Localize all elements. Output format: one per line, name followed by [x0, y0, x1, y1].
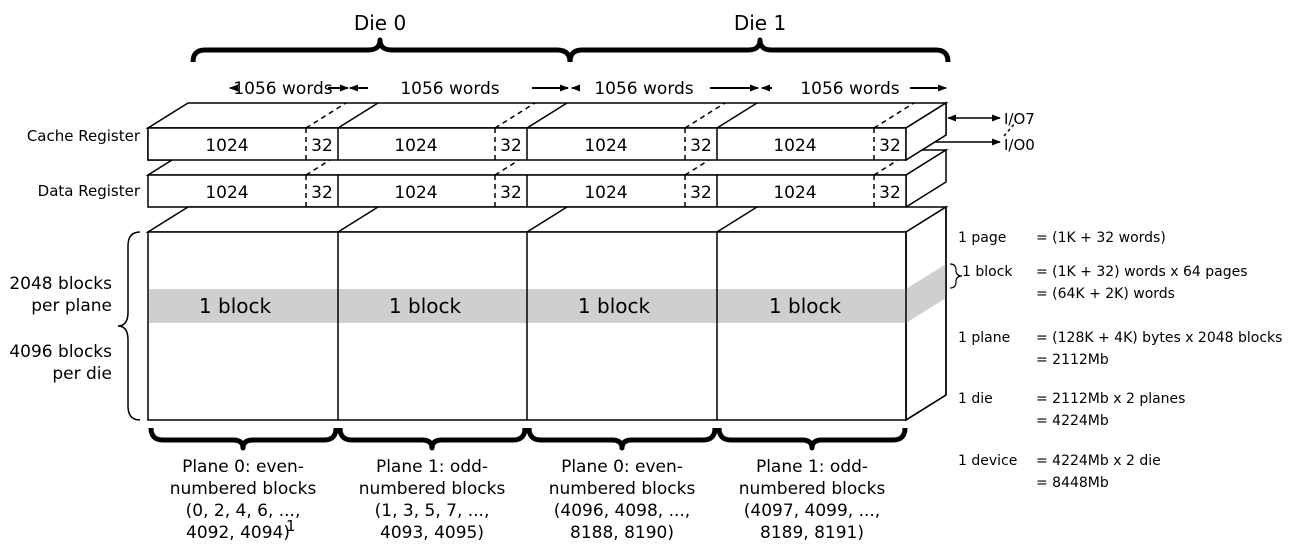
- data-spare-3: 32: [690, 183, 712, 203]
- svg-text:(4096, 4098, ...,: (4096, 4098, ...,: [554, 501, 690, 521]
- data-spare-2: 32: [500, 183, 522, 203]
- eq-plane-l2: = 2112Mb: [1036, 352, 1109, 368]
- word-count-4: 1056 words: [800, 79, 899, 99]
- eq-page-term: 1 page: [958, 230, 1006, 246]
- die-blocks-l1: 4096 blocks: [9, 342, 112, 362]
- plane-blocks-l1: 2048 blocks: [9, 274, 112, 294]
- svg-text:numbered blocks: numbered blocks: [549, 479, 696, 499]
- io0-label: I/O0: [1004, 136, 1035, 154]
- die-0-label: Die 0: [354, 11, 406, 35]
- eq-block-term: 1 block: [962, 264, 1013, 280]
- plane-1-die0-text: Plane 1: odd- numbered blocks (1, 3, 5, …: [359, 457, 506, 543]
- eq-die-l2: = 4224Mb: [1036, 413, 1109, 429]
- block-bracket: [949, 263, 963, 289]
- svg-text:numbered blocks: numbered blocks: [170, 479, 317, 499]
- eq-page-l1: = (1K + 32 words): [1036, 230, 1166, 246]
- data-spare-4: 32: [879, 183, 901, 203]
- eq-device-l2: = 8448Mb: [1036, 475, 1109, 491]
- capacity-equations: 1 page = (1K + 32 words) 1 block = (1K +…: [949, 230, 1282, 491]
- data-register-label: Data Register: [38, 182, 141, 200]
- data-main-2: 1024: [394, 183, 437, 203]
- eq-block-l2: = (64K + 2K) words: [1036, 286, 1175, 302]
- die-1-label: Die 1: [734, 11, 786, 35]
- svg-text:Plane 0: even-: Plane 0: even-: [561, 457, 683, 477]
- svg-text:8189, 8191): 8189, 8191): [760, 523, 864, 543]
- eq-device-l1: = 4224Mb x 2 die: [1036, 453, 1161, 469]
- svg-text:numbered blocks: numbered blocks: [739, 479, 886, 499]
- cache-spare-4b: 32: [879, 136, 901, 156]
- cache-spare-1b: 32: [311, 136, 333, 156]
- plane-braces: [148, 427, 908, 451]
- block-label-2: 1 block: [389, 294, 462, 318]
- die-0-brace: [190, 37, 573, 63]
- plane-blocks-l2: per plane: [31, 296, 112, 316]
- block-strip-side: [906, 264, 946, 323]
- cache-register-label: Cache Register: [27, 127, 141, 145]
- footnote-marker: 1: [286, 517, 296, 535]
- cache-spare-3b: 32: [690, 136, 712, 156]
- cache-main-3b: 1024: [584, 136, 627, 156]
- cache-main-2b: 1024: [394, 136, 437, 156]
- io7-label: I/O7: [1004, 110, 1035, 128]
- svg-text:(1, 3, 5, 7, ...,: (1, 3, 5, 7, ...,: [375, 501, 490, 521]
- plane-brace-2: [337, 427, 528, 451]
- svg-text:(0, 2, 4, 6, ...,: (0, 2, 4, 6, ...,: [186, 501, 301, 521]
- eq-plane-l1: = (128K + 4K) bytes x 2048 blocks: [1036, 330, 1282, 346]
- svg-text:4092, 4094): 4092, 4094): [186, 523, 290, 543]
- plane-brace-4: [716, 427, 908, 451]
- data-main-3: 1024: [584, 183, 627, 203]
- svg-text:(4097, 4099, ...,: (4097, 4099, ...,: [744, 501, 880, 521]
- plane-brace-3: [526, 427, 718, 451]
- word-count-2: 1056 words: [400, 79, 499, 99]
- plane-0-die1-text: Plane 0: even- numbered blocks (4096, 40…: [549, 457, 696, 543]
- cache-main-1b: 1024: [205, 136, 248, 156]
- data-main-4: 1024: [773, 183, 816, 203]
- cache-main-4b: 1024: [773, 136, 816, 156]
- eq-die-term: 1 die: [958, 391, 993, 407]
- eq-plane-term: 1 plane: [958, 330, 1010, 346]
- block-label-3: 1 block: [578, 294, 651, 318]
- plane-0-die0-text: Plane 0: even- numbered blocks (0, 2, 4,…: [170, 457, 317, 543]
- die-blocks-l2: per die: [52, 364, 112, 384]
- cache-spare-2b: 32: [500, 136, 522, 156]
- cache-register-overlay: [147, 101, 947, 162]
- block-label-1: 1 block: [199, 294, 272, 318]
- word-count-1: 1056 words: [233, 79, 332, 99]
- plane-1-die1-text: Plane 1: odd- numbered blocks (4097, 409…: [739, 457, 886, 543]
- word-count-3: 1056 words: [594, 79, 693, 99]
- svg-text:4093, 4095): 4093, 4095): [380, 523, 484, 543]
- svg-text:8188, 8190): 8188, 8190): [570, 523, 674, 543]
- svg-text:Plane 1: odd-: Plane 1: odd-: [756, 457, 868, 477]
- data-main-1: 1024: [205, 183, 248, 203]
- svg-text:Plane 0: even-: Plane 0: even-: [182, 457, 304, 477]
- eq-block-l1: = (1K + 32) words x 64 pages: [1036, 264, 1248, 280]
- plane-dividers: [337, 207, 947, 421]
- left-brace: [117, 231, 141, 421]
- data-spare-1: 32: [311, 183, 333, 203]
- die-1-brace: [567, 37, 951, 63]
- svg-text:numbered blocks: numbered blocks: [359, 479, 506, 499]
- plane-brace-1: [148, 427, 339, 451]
- block-label-4: 1 block: [769, 294, 842, 318]
- eq-device-term: 1 device: [958, 453, 1017, 469]
- eq-die-l1: = 2112Mb x 2 planes: [1036, 391, 1185, 407]
- svg-text:Plane 1: odd-: Plane 1: odd-: [376, 457, 488, 477]
